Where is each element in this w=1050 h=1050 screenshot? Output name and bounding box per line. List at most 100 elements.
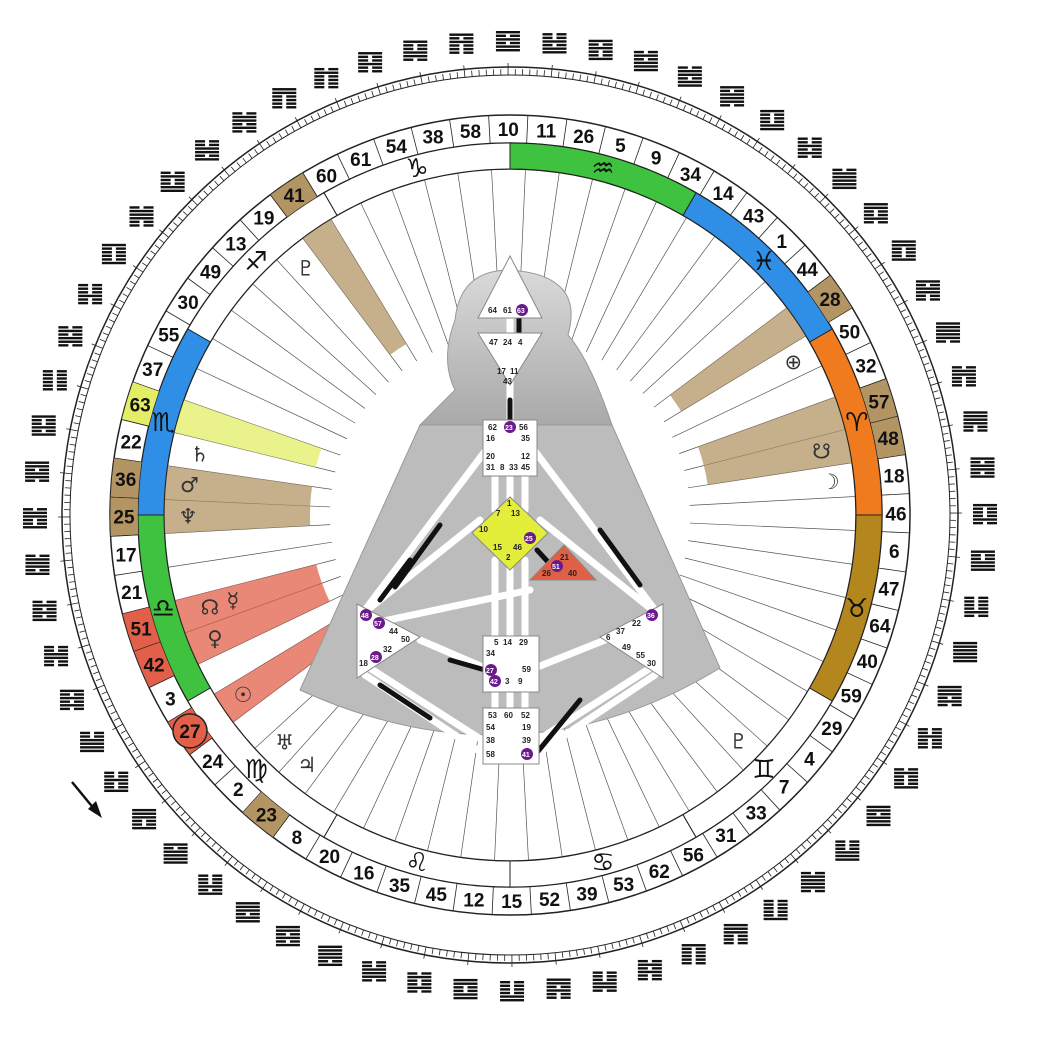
wheel-gate-number: 41 <box>284 186 306 207</box>
wheel-gate-54: 54 <box>373 137 407 166</box>
wheel-gate-number: 43 <box>743 207 764 228</box>
hexagram-icon <box>42 370 67 391</box>
zodiac-sign-9: ♈ <box>845 408 868 438</box>
gate-27: 27 <box>486 668 494 675</box>
arrow-down-right-icon <box>71 781 102 818</box>
wheel-gate-56: 56 <box>683 833 718 867</box>
wheel-gate-64: 64 <box>869 603 899 637</box>
gate-44: 44 <box>389 627 398 636</box>
gate-48: 48 <box>361 613 369 620</box>
wheel-gate-number: 32 <box>855 357 876 378</box>
sun-icon: ☉ <box>234 683 253 707</box>
wheel-gate-number: 25 <box>113 508 135 529</box>
gate-30: 30 <box>647 659 656 668</box>
wheel-gate-number: 12 <box>463 890 484 911</box>
wheel-gate-number: 50 <box>839 323 860 344</box>
wheel-gate-number: 59 <box>841 686 862 707</box>
wheel-gate-number: 15 <box>501 892 523 913</box>
hexagram-ring <box>23 31 997 1002</box>
wheel-gate-17: 17 <box>114 546 143 576</box>
hexagram-icon <box>720 86 745 107</box>
wheel-gate-number: 23 <box>256 805 277 826</box>
ajna-center <box>477 332 543 386</box>
gate-37: 37 <box>616 627 625 636</box>
hexagram-icon <box>592 971 617 992</box>
mercury-icon: ☿ <box>226 588 239 612</box>
jupiter-icon: ♃ <box>297 753 316 777</box>
hexagram-icon <box>58 326 83 347</box>
gate-25: 25 <box>525 536 533 543</box>
pluto-right-icon: ♇ <box>729 730 748 754</box>
planet-glyphs: ♇♅♆♂♄☊☿♀☉♃⊕☋☽♇ <box>179 257 840 777</box>
gate-32: 32 <box>383 645 392 654</box>
hexagram-icon <box>863 203 888 224</box>
gate-42: 42 <box>490 679 498 686</box>
wheel-gate-number: 57 <box>868 392 889 413</box>
hexagram-icon <box>44 645 69 667</box>
wheel-gate-number: 40 <box>857 652 878 673</box>
gate-59: 59 <box>522 665 531 674</box>
gate-12: 12 <box>521 452 530 461</box>
wheel-gate-number: 8 <box>292 828 303 849</box>
hexagram-icon <box>970 457 995 478</box>
gate-23: 23 <box>505 425 513 432</box>
hexagram-icon <box>163 843 188 864</box>
hexagram-icon <box>637 959 662 981</box>
wheel-gate-38: 38 <box>410 127 444 155</box>
hexagram-icon <box>32 600 57 622</box>
gate-41: 41 <box>522 752 530 759</box>
hexagram-icon <box>449 33 474 54</box>
hexagram-icon <box>832 168 857 190</box>
wheel-gate-number: 1 <box>776 232 787 253</box>
wheel-gate-46: 46 <box>881 493 910 525</box>
gate-60: 60 <box>504 711 513 720</box>
gate-ring: 4119134930553763223625172151423272422382… <box>109 115 910 915</box>
zodiac-sign-1: ♐ <box>244 247 267 277</box>
wheel-gate-number: 48 <box>878 429 899 450</box>
zodiac-sign-4: ♍ <box>244 755 267 785</box>
wheel-gate-number: 21 <box>121 583 143 604</box>
gate-55: 55 <box>636 651 645 660</box>
hexagram-icon <box>104 771 129 793</box>
pluto-icon: ♇ <box>297 257 316 281</box>
wheel-gate-49: 49 <box>187 262 221 296</box>
wheel-gate-number: 61 <box>350 150 372 171</box>
gate-61: 61 <box>503 306 512 315</box>
wheel-gate-number: 52 <box>539 890 560 911</box>
wheel-gate-62: 62 <box>649 850 683 883</box>
hexagram-icon <box>937 685 962 707</box>
gate-56: 56 <box>519 423 528 432</box>
wheel-gate-number: 18 <box>883 466 904 487</box>
wheel-gate-number: 62 <box>649 862 670 883</box>
gate-38: 38 <box>486 736 495 745</box>
wheel-gate-number: 17 <box>115 546 136 567</box>
zodiac-sign-5: ♌ <box>405 848 428 878</box>
zodiac-sign-8: ♉ <box>845 594 868 624</box>
wheel-gate-number: 26 <box>573 127 594 148</box>
gate-8: 8 <box>500 463 505 472</box>
wheel-gate-19: 19 <box>239 209 274 241</box>
center-gate-labels: 64 61 63 47 24 4 17 11 43 62 23 56 16 35… <box>359 304 658 760</box>
wheel-gate-number: 19 <box>253 209 274 230</box>
hexagram-icon <box>797 137 822 158</box>
heart-center <box>528 544 598 581</box>
gate-18: 18 <box>359 659 368 668</box>
hexagram-icon <box>407 972 432 993</box>
saturn-icon: ♄ <box>190 443 209 467</box>
hexagram-icon <box>362 961 387 982</box>
gate-34: 34 <box>486 649 495 658</box>
gate-39: 39 <box>522 736 531 745</box>
gate-45: 45 <box>521 463 530 472</box>
wheel-gate-number: 14 <box>712 184 734 205</box>
wheel-gate-number: 58 <box>460 122 481 143</box>
wheel-gate-number: 38 <box>422 128 443 149</box>
hexagram-icon <box>963 411 988 432</box>
gate-5: 5 <box>494 638 499 647</box>
wheel-gate-53: 53 <box>613 864 647 896</box>
wheel-gate-9: 9 <box>633 137 662 170</box>
hexagram-icon <box>763 899 788 921</box>
gate-10: 10 <box>479 525 488 534</box>
wheel-gate-11: 11 <box>526 115 557 144</box>
wheel-gate-number: 9 <box>651 149 662 170</box>
zodiac-sign-0: ♑ <box>405 154 428 184</box>
